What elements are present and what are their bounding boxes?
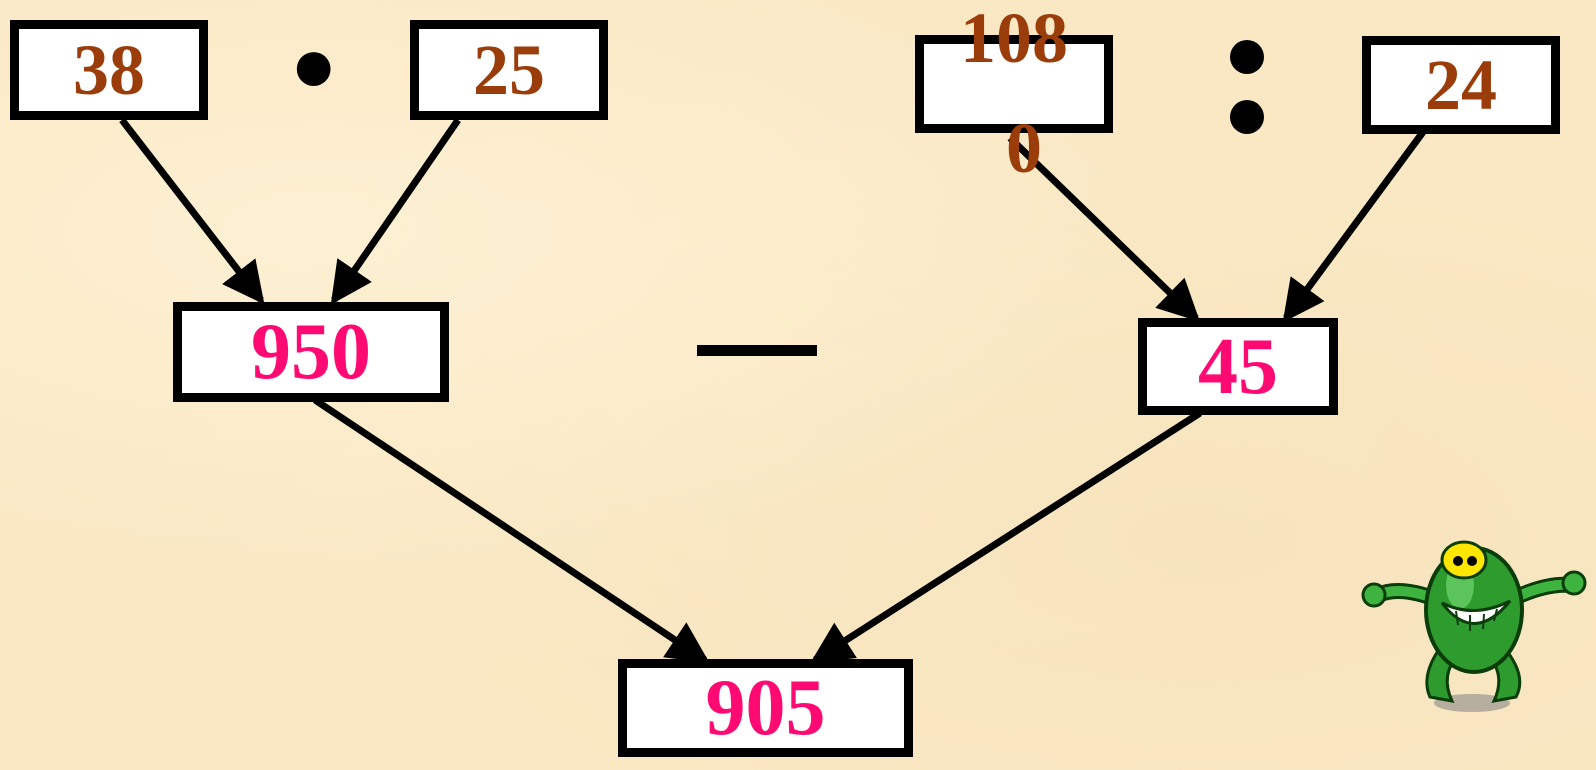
operand-box-24: 24 <box>1362 36 1560 134</box>
operand-1080-line2: 0 <box>1006 108 1042 188</box>
arrow-25-to-950 <box>330 118 461 305</box>
operand-1080-line1: 108 <box>960 0 1068 78</box>
arrow-38-to-950 <box>119 117 265 305</box>
arrow-950-to-905 <box>313 397 710 664</box>
operand-38: 38 <box>73 30 145 110</box>
result-box-45: 45 <box>1138 318 1338 415</box>
arrow-24-to-45 <box>1282 129 1426 323</box>
final-result-box-905: 905 <box>618 659 913 757</box>
operand-25: 25 <box>473 30 545 110</box>
result-45: 45 <box>1198 322 1278 411</box>
arrow-45-to-905 <box>810 410 1202 664</box>
frog-mascot-icon <box>1361 540 1587 712</box>
minus-operator: — <box>697 345 817 356</box>
operand-box-38: 38 <box>10 20 208 120</box>
divide-operator: : <box>1230 40 1264 136</box>
operand-box-25: 25 <box>410 20 608 120</box>
multiply-operator: • <box>283 16 345 128</box>
result-950: 950 <box>251 308 371 396</box>
result-box-950: 950 <box>173 302 449 402</box>
final-result-905: 905 <box>705 664 826 752</box>
arrow-1080-to-45 <box>1007 135 1201 322</box>
operand-box-1080: 108 0 <box>915 2 1113 184</box>
operand-24: 24 <box>1425 45 1497 125</box>
